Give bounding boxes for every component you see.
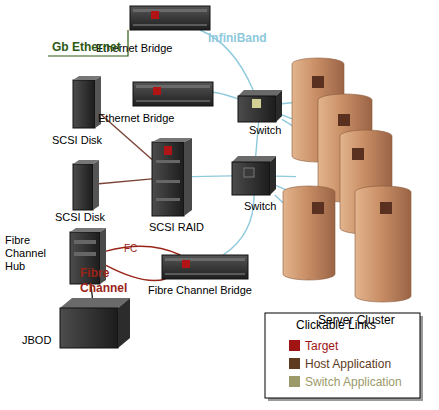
raid-slot (156, 180, 180, 183)
device-label: JBOD (22, 334, 51, 347)
hub-top (70, 228, 106, 232)
server-indicator (352, 148, 364, 160)
bridge-stripe (136, 100, 210, 102)
server-cylinder (283, 186, 335, 280)
device-label: Switch (244, 200, 276, 213)
bridge-stripe (136, 85, 210, 88)
disk-body (73, 80, 95, 128)
switch-device (238, 90, 282, 122)
device-node: Server Cluster (296, 58, 412, 303)
switch-top-face (232, 156, 276, 162)
bridge-body (130, 6, 210, 30)
device-node: JBOD (60, 298, 130, 348)
jbod-side (118, 298, 130, 348)
server-indicator (380, 202, 392, 214)
hub-slot (74, 252, 96, 256)
switch-side (270, 156, 276, 195)
disk-top (73, 160, 99, 164)
bridge-stripe (165, 258, 245, 261)
server-indicator (312, 76, 324, 88)
device-label: Fibre Channel Bridge (148, 284, 252, 297)
jbod-device (60, 298, 130, 348)
connector-line (192, 175, 232, 177)
target-indicator (151, 11, 159, 19)
raid-side (184, 138, 192, 216)
bridge-body (162, 255, 248, 279)
switch-indicator (244, 168, 254, 177)
raid-slot (156, 198, 180, 201)
target-indicator (153, 87, 161, 95)
legend-swatch (289, 358, 300, 369)
free-label: InfiniBand (208, 31, 267, 45)
switch-body (232, 162, 270, 195)
connector-line (213, 92, 238, 99)
device-label: Fibre Channel Hub (5, 234, 57, 273)
legend-swatch (289, 340, 300, 351)
ethernet-wire (48, 30, 128, 56)
switch-indicator (252, 99, 261, 108)
device-label: SCSI Disk (55, 211, 105, 224)
switch-device (232, 156, 276, 195)
legend-text: Host Application (305, 357, 391, 371)
bridge-body (133, 82, 213, 106)
raid-slot (156, 160, 180, 163)
bridge-stripe (133, 24, 207, 26)
device-node: Switch (232, 156, 276, 195)
bridge-stripe (165, 273, 245, 275)
free-label: Clickable Links (296, 318, 376, 332)
device-node: Switch (238, 90, 282, 122)
target-indicator (182, 260, 190, 268)
switch-body (238, 96, 276, 122)
device-label: SCSI Disk (52, 134, 102, 147)
device-node: Ethernet Bridge (130, 6, 210, 30)
disk-top (73, 76, 101, 80)
disk-device (73, 76, 101, 128)
device-node: SCSI Disk (73, 76, 101, 128)
bridge-device (133, 82, 213, 106)
bridge-stripe (133, 9, 207, 12)
connector-line (106, 246, 180, 255)
device-node: Fibre Channel Bridge (162, 255, 248, 279)
raid-device (152, 138, 192, 216)
server-cylinder (355, 186, 411, 302)
device-label: SCSI RAID (149, 221, 204, 234)
disk-device (73, 160, 99, 210)
target-indicator (164, 146, 172, 155)
switch-side (276, 90, 282, 122)
free-label: Gb Ethernet (52, 40, 121, 54)
legend-text: Target (305, 339, 338, 353)
device-node: SCSI RAID (152, 138, 192, 216)
legend-swatch (289, 376, 300, 387)
edge-label: Fibre Channel (80, 266, 130, 296)
raid-body (152, 142, 184, 216)
device-node: Ethernet Bridge (133, 82, 213, 106)
legend-text: Switch Application (305, 375, 402, 389)
device-node: SCSI Disk (73, 160, 99, 210)
disk-side (93, 160, 99, 210)
server-indicator (312, 202, 324, 214)
bridge-device (130, 6, 210, 30)
jbod-top (60, 298, 130, 308)
jbod-front (60, 308, 118, 348)
bridge-device (162, 255, 248, 279)
device-label: Ethernet Bridge (98, 112, 174, 125)
device-label: Switch (249, 124, 281, 137)
legend-box (265, 313, 420, 398)
hub-slot (74, 240, 96, 244)
connector-line (106, 265, 165, 280)
server-cluster (283, 58, 411, 302)
edge-label: FC (124, 242, 137, 255)
connector-line (99, 179, 152, 184)
disk-body (73, 164, 93, 210)
raid-top (152, 138, 192, 142)
server-indicator (338, 114, 350, 126)
switch-top-face (238, 90, 282, 96)
